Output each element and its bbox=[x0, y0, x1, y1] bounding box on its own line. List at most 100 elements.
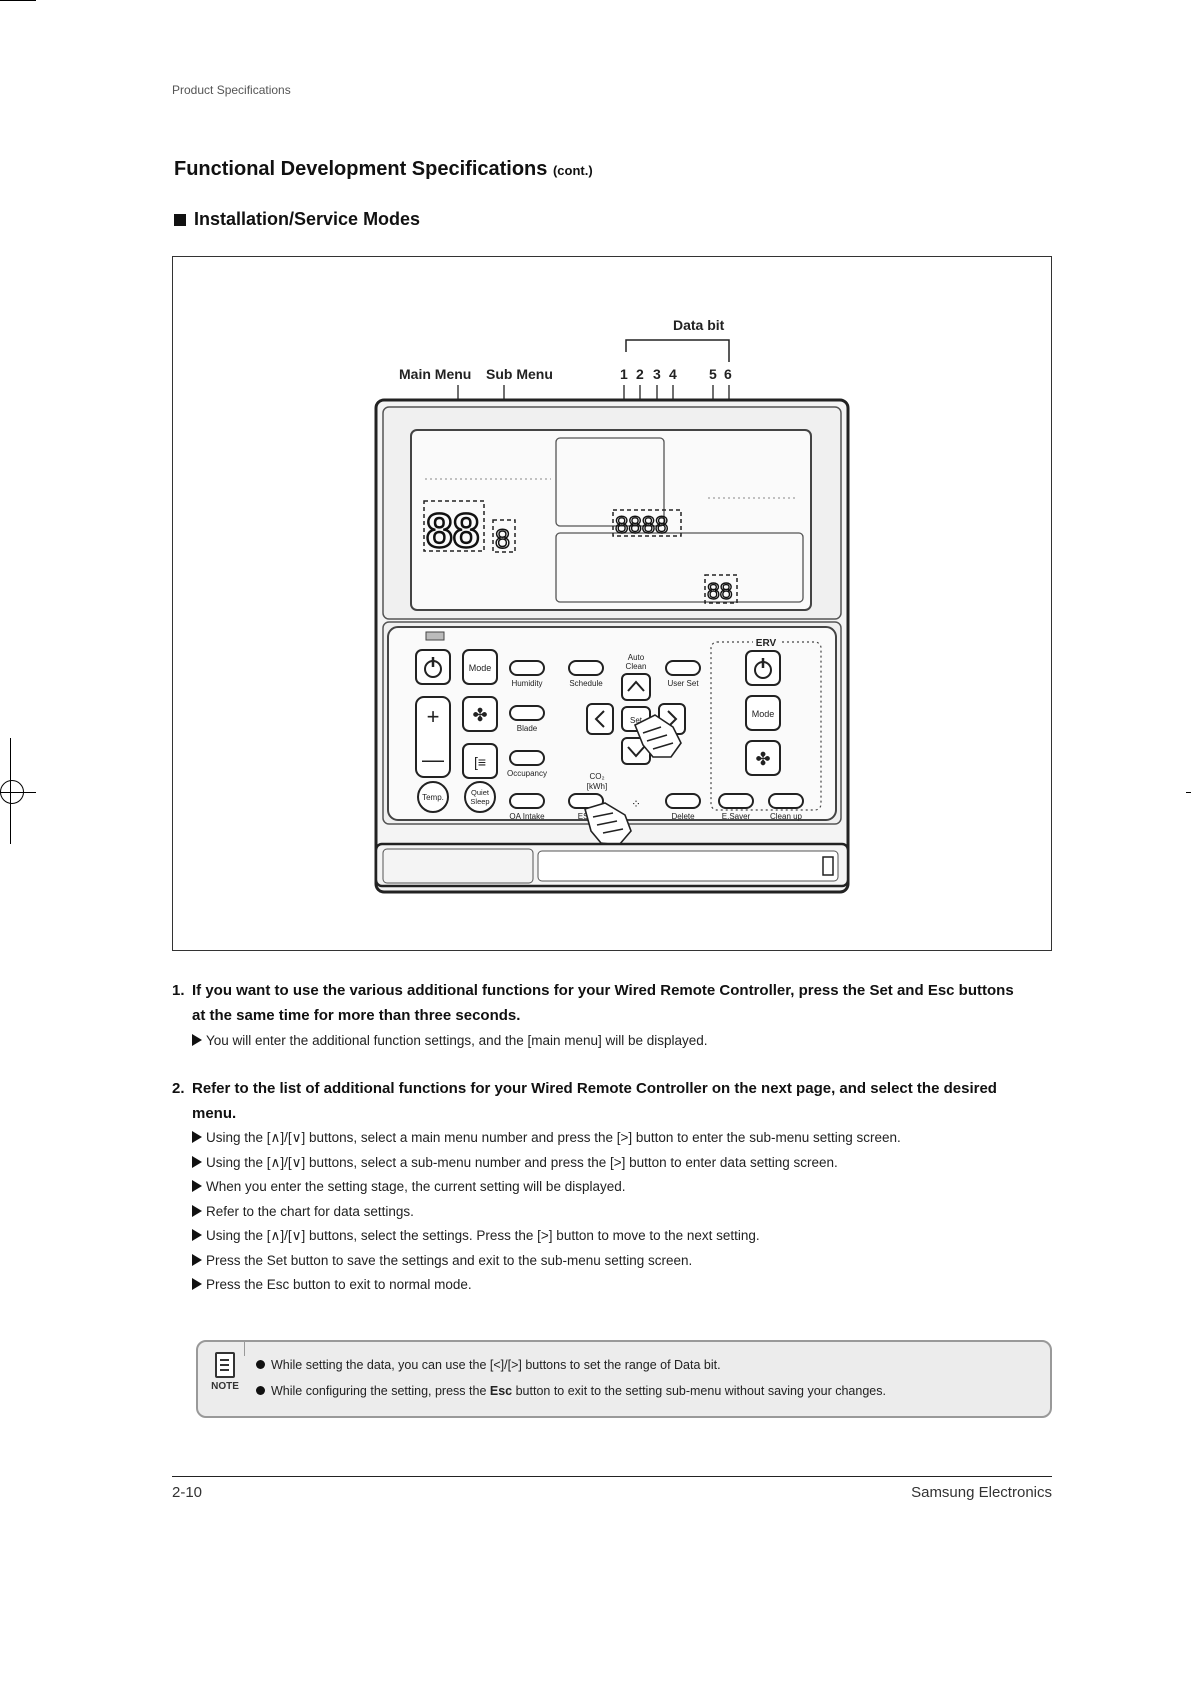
list-item: Refer to the chart for data settings. bbox=[192, 1200, 901, 1225]
triangle-bullet-icon bbox=[192, 1131, 202, 1143]
esaver-label: E.Saver bbox=[722, 812, 751, 821]
sub-menu-digit: 8 bbox=[492, 519, 516, 555]
left-button[interactable] bbox=[586, 703, 614, 735]
bullet-text: Refer to the chart for data settings. bbox=[206, 1203, 414, 1219]
hand-pointer-icon bbox=[633, 714, 682, 758]
bullet-text: You will enter the additional function s… bbox=[206, 1033, 708, 1048]
user-set-button[interactable] bbox=[665, 660, 701, 676]
data-bit-digits-5-6: 88 bbox=[704, 574, 738, 605]
fan-button[interactable]: ✤ bbox=[462, 696, 498, 732]
document-icon bbox=[215, 1352, 235, 1378]
user-set-label: User Set bbox=[667, 679, 699, 688]
oa-intake-button[interactable] bbox=[509, 793, 545, 809]
delete-button[interactable] bbox=[665, 793, 701, 809]
note-line-2-start: While configuring the setting, press the bbox=[271, 1384, 490, 1398]
bullet-text: Using the [∧]/[∨] buttons, select a main… bbox=[206, 1130, 901, 1145]
sleep-label: Sleep bbox=[470, 797, 489, 806]
data-bit-bracket bbox=[625, 339, 730, 362]
power-button[interactable] bbox=[415, 649, 451, 685]
running-header: Product Specifications bbox=[172, 83, 291, 97]
schedule-button[interactable] bbox=[568, 660, 604, 676]
set-label: Set bbox=[630, 716, 643, 725]
temp-button[interactable]: Temp. bbox=[417, 781, 449, 813]
step-1-bullets: You will enter the additional function s… bbox=[192, 1029, 708, 1054]
list-item: Using the [∧]/[∨] buttons, select a sub-… bbox=[192, 1151, 901, 1176]
data-bit-digits-1-4: 8888 bbox=[612, 509, 682, 540]
occupancy-button[interactable] bbox=[509, 750, 545, 766]
erv-mode-button[interactable]: Mode bbox=[745, 695, 781, 731]
bullet-text: Using the [∧]/[∨] buttons, select a sub-… bbox=[206, 1154, 838, 1170]
lcd-screen bbox=[410, 429, 812, 611]
bit-number-2: 2 bbox=[636, 366, 644, 382]
sub-menu-label: Sub Menu bbox=[486, 366, 553, 382]
mode-button[interactable]: Mode bbox=[462, 649, 498, 685]
remote-controller-figure: Data bit Main Menu Sub Menu 1 2 3 4 5 6 bbox=[172, 256, 1052, 951]
vane-button[interactable]: [≡ bbox=[462, 743, 498, 779]
note-line-2: While configuring the setting, press the… bbox=[256, 1384, 886, 1398]
erv-label: ERV bbox=[756, 638, 777, 649]
bit-number-6: 6 bbox=[724, 366, 732, 382]
clean-label: Clean bbox=[626, 662, 647, 671]
list-item: Press the Set button to save the setting… bbox=[192, 1249, 901, 1274]
main-menu-digits: 88 bbox=[423, 500, 485, 559]
esaver-button[interactable] bbox=[718, 793, 754, 809]
bullet-text: Using the [∧]/[∨] buttons, select the se… bbox=[206, 1228, 760, 1243]
page-title: Functional Development Specifications (c… bbox=[174, 158, 593, 181]
svg-text:88: 88 bbox=[426, 505, 479, 558]
step-1-text-end: buttons bbox=[954, 982, 1014, 999]
clean-up-button[interactable] bbox=[768, 793, 804, 809]
note-esc-keyword: Esc bbox=[489, 1384, 513, 1398]
bit-number-5: 5 bbox=[709, 366, 717, 382]
minus-icon: — bbox=[422, 747, 444, 772]
esc-label: ESC bbox=[578, 812, 595, 821]
svg-text:88: 88 bbox=[707, 578, 733, 604]
note-line-1-text: While setting the data, you can use the … bbox=[271, 1358, 721, 1372]
temperature-stepper[interactable]: + — bbox=[415, 696, 451, 778]
delete-label: Delete bbox=[671, 812, 695, 821]
note-icon: NOTE bbox=[208, 1352, 242, 1392]
bit-number-3: 3 bbox=[653, 366, 661, 382]
plus-icon: + bbox=[427, 704, 440, 729]
occupancy-label: Occupancy bbox=[507, 769, 547, 778]
quiet-label: Quiet bbox=[471, 788, 490, 797]
triangle-bullet-icon bbox=[192, 1278, 202, 1290]
step-1-and: and bbox=[892, 982, 928, 999]
data-bit-label: Data bit bbox=[673, 317, 725, 333]
bullet-dot-icon bbox=[256, 1360, 265, 1369]
step-number: 1. bbox=[172, 982, 185, 999]
set-keyword: Set bbox=[869, 982, 893, 999]
svg-text:8888: 8888 bbox=[615, 512, 668, 539]
step-number: 2. bbox=[172, 1080, 185, 1097]
list-item: Press the Esc button to exit to normal m… bbox=[192, 1273, 901, 1298]
step-text: If you want to use the various additiona… bbox=[192, 978, 1062, 1028]
step-1-text-start: If you want to use the various additiona… bbox=[192, 982, 870, 999]
bullet-text: When you enter the setting stage, the cu… bbox=[206, 1179, 626, 1194]
erv-fan-button[interactable]: ✤ bbox=[745, 740, 781, 776]
mode-button-label: Mode bbox=[469, 663, 492, 673]
registration-circle bbox=[0, 780, 24, 804]
humidity-button[interactable] bbox=[509, 660, 545, 676]
clean-up-label: Clean up bbox=[770, 812, 803, 821]
hand-pointer-icon bbox=[584, 802, 632, 846]
section-heading: Installation/Service Modes bbox=[174, 209, 420, 230]
quiet-sleep-button[interactable]: Quiet Sleep bbox=[464, 781, 496, 813]
step-2-line-2: menu. bbox=[192, 1105, 237, 1122]
crop-mark-top bbox=[0, 0, 36, 1]
step-text: Refer to the list of additional function… bbox=[192, 1076, 1062, 1126]
vane-icon: [≡ bbox=[474, 754, 486, 770]
triangle-bullet-icon bbox=[192, 1034, 202, 1046]
erv-fan-icon: ✤ bbox=[755, 749, 770, 769]
crop-mark-right bbox=[1186, 792, 1191, 793]
note-line-2-end: button to exit to the setting sub-menu w… bbox=[512, 1384, 886, 1398]
title-text: Functional Development Specifications bbox=[174, 158, 548, 180]
up-button[interactable] bbox=[621, 673, 651, 701]
triangle-bullet-icon bbox=[192, 1155, 202, 1168]
humidity-label: Humidity bbox=[511, 679, 542, 688]
title-suffix: (cont.) bbox=[552, 163, 593, 178]
bullet-text: Press the Esc button to exit to normal m… bbox=[206, 1277, 472, 1292]
blade-button[interactable] bbox=[509, 705, 545, 721]
note-label: NOTE bbox=[211, 1381, 239, 1392]
page-number: 2-10 bbox=[172, 1484, 203, 1501]
erv-power-button[interactable] bbox=[745, 650, 781, 686]
section-heading-text: Installation/Service Modes bbox=[194, 209, 421, 229]
